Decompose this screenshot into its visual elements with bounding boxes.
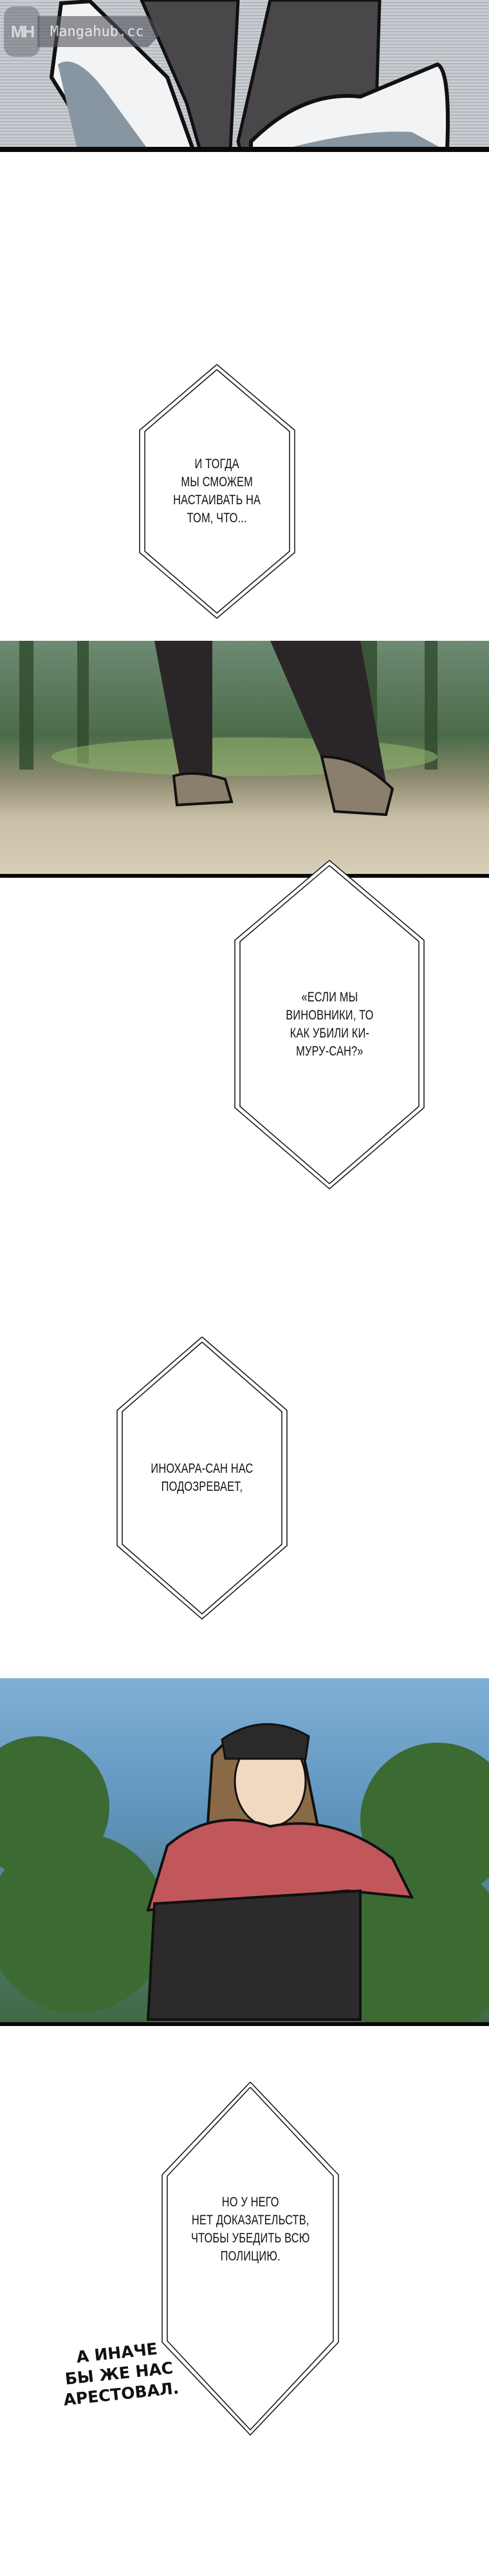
panel-forest-feet: [0, 641, 489, 878]
girl-illustration: [0, 1723, 489, 2026]
caption-text: НО У НЕГО НЕТ ДОКАЗАТЕЛЬСТВ, ЧТОБЫ УБЕДИ…: [190, 2195, 310, 2264]
caption-box: И ТОГДА МЫ СМОЖЕМ НАСТАИВАТЬ НА ТОМ, ЧТО…: [138, 359, 296, 623]
caption-text: И ТОГДА МЫ СМОЖЕМ НАСТАИВАТЬ НА ТОМ, ЧТО…: [173, 457, 261, 526]
watermark: MH Mangahub.cc: [4, 6, 163, 57]
caption-text: ИНОХАРА-САН НАС ПОДОЗРЕВАЕТ,: [151, 1461, 254, 1494]
watermark-logo: MH: [4, 6, 40, 57]
forest-illustration: [0, 641, 489, 878]
panel-girl: [0, 1678, 489, 2026]
hexagon-frame: [161, 2081, 339, 2436]
hexagon-frame: [139, 364, 295, 619]
panel-hands: MH Mangahub.cc: [0, 0, 489, 152]
hands-illustration: [0, 0, 489, 152]
watermark-site: Mangahub.cc: [37, 16, 163, 47]
caption-box: «ЕСЛИ МЫ ВИНОВНИКИ, ТО КАК УБИЛИ КИ- МУР…: [234, 857, 425, 1193]
caption-box: НО У НЕГО НЕТ ДОКАЗАТЕЛЬСТВ, ЧТОБЫ УБЕДИ…: [161, 2078, 340, 2439]
caption-box: ИНОХАРА-САН НАС ПОДОЗРЕВАЕТ,: [116, 1333, 288, 1623]
hexagon-frame: [234, 860, 425, 1189]
caption-text: «ЕСЛИ МЫ ВИНОВНИКИ, ТО КАК УБИЛИ КИ- МУР…: [285, 990, 374, 1059]
hexagon-frame: [116, 1336, 288, 1620]
